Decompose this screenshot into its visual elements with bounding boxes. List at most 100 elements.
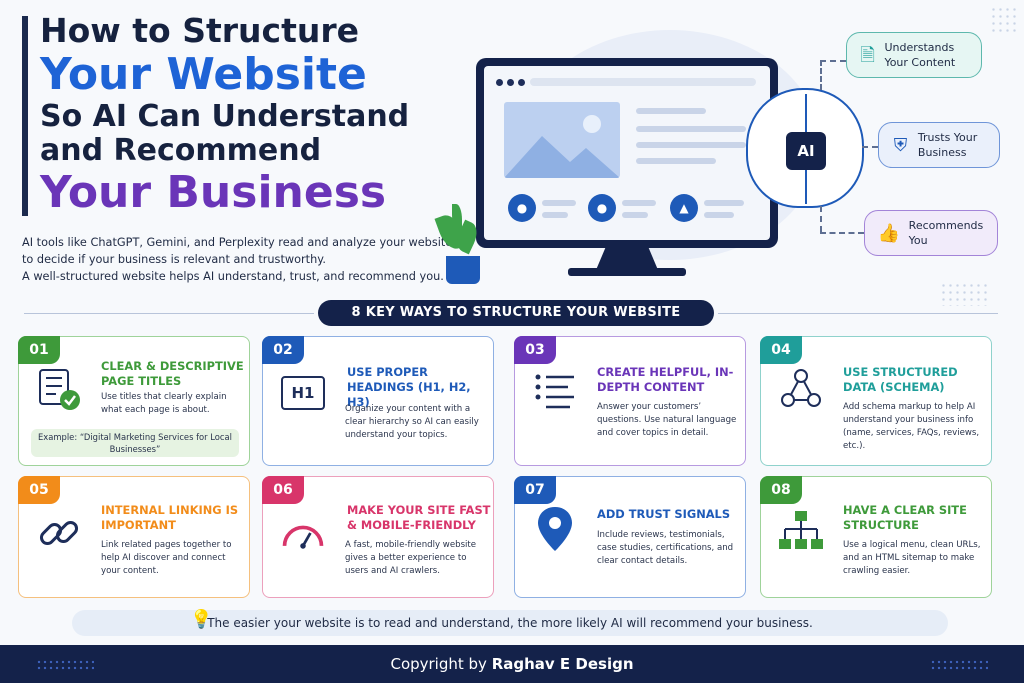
checklist-icon xyxy=(35,365,83,413)
monitor-base xyxy=(568,268,686,276)
card-08: 08 HAVE A CLEAR SITE STRUCTURE Use a log… xyxy=(760,476,992,598)
sitemap-icon xyxy=(777,507,825,555)
callout-recommends: 👍 Recommends You xyxy=(864,210,998,256)
card-number: 08 xyxy=(760,476,802,504)
card-title: USE STRUCTURED DATA (SCHEMA) xyxy=(843,365,958,394)
text-line xyxy=(542,200,576,206)
card-body: Link related pages together to help AI d… xyxy=(101,540,232,576)
list-icon xyxy=(531,367,579,415)
card-title: MAKE YOUR SITE FAST & MOBILE-FRIENDLY xyxy=(347,503,491,532)
footer-brand: Raghav E Design xyxy=(491,655,634,673)
card-04: 04 USE STRUCTURED DATA (SCHEMA) Add sche… xyxy=(760,336,992,466)
section-banner: 8 KEY WAYS TO STRUCTURE YOUR WEBSITE xyxy=(318,300,714,326)
monitor-screen: ● ● ▲ xyxy=(484,66,770,240)
intro-line-2: to decide if your business is relevant a… xyxy=(22,253,326,266)
card-number: 07 xyxy=(514,476,556,504)
location-pin-icon xyxy=(531,505,579,553)
tip-bar: The easier your website is to read and u… xyxy=(72,610,948,636)
text-line xyxy=(704,212,734,218)
title-accent-bar xyxy=(22,16,28,216)
title-line-4: and Recommend xyxy=(40,133,322,168)
text-line xyxy=(622,200,656,206)
connector-line xyxy=(862,146,878,148)
title-line-2: Your Website xyxy=(40,49,367,100)
address-bar xyxy=(530,78,756,86)
card-07: 07 ADD TRUST SIGNALS Include reviews, te… xyxy=(514,476,746,598)
text-line xyxy=(704,200,744,206)
card-body: Answer your customers’ questions. Use na… xyxy=(597,402,737,438)
plant-leaf-icon xyxy=(452,204,462,230)
text-line xyxy=(636,142,746,148)
card-body: Organize your content with a clear hiera… xyxy=(345,404,479,440)
monitor-illustration: ● ● ▲ xyxy=(476,58,778,248)
award-icon: ▲ xyxy=(670,194,698,222)
callout-understands: 🗎 Understands Your Content xyxy=(846,32,982,78)
connector-line xyxy=(820,232,864,234)
callout-label: Understands Your Content xyxy=(884,41,956,69)
card-body: A fast, mobile-friendly website gives a … xyxy=(345,540,477,576)
card-number: 03 xyxy=(514,336,556,364)
monitor-neck xyxy=(596,248,658,270)
decor-dots xyxy=(940,282,988,306)
card-number: 01 xyxy=(18,336,60,364)
page-title: How to Structure Your Website So AI Can … xyxy=(40,12,460,218)
card-number: 02 xyxy=(262,336,304,364)
decor-dots xyxy=(36,659,94,671)
card-number: 04 xyxy=(760,336,802,364)
card-example: Example: “Digital Marketing Services for… xyxy=(31,429,239,457)
card-01: 01 CLEAR & DESCRIPTIVE PAGE TITLES Use t… xyxy=(18,336,250,466)
card-title: USE PROPER HEADINGS (H1, H2, H3) xyxy=(347,365,471,409)
text-line xyxy=(636,126,746,132)
window-dot xyxy=(507,79,514,86)
title-line-5: Your Business xyxy=(40,167,387,218)
schema-nodes-icon xyxy=(777,365,825,413)
lightbulb-icon: 💡 xyxy=(190,609,213,630)
ai-chip: AI xyxy=(786,132,826,170)
h1-icon-label: H1 xyxy=(281,376,325,410)
divider xyxy=(24,313,314,314)
card-03: 03 CREATE HELPFUL, IN-DEPTH CONTENT Answ… xyxy=(514,336,746,466)
image-placeholder-icon xyxy=(504,102,620,178)
card-body: Add schema markup to help AI understand … xyxy=(843,402,980,451)
card-02: 02 H1 USE PROPER HEADINGS (H1, H2, H3) O… xyxy=(262,336,494,466)
callout-trusts: ⛨ Trusts Your Business xyxy=(878,122,1000,168)
callout-label: Recommends You xyxy=(908,219,984,247)
decor-dots xyxy=(930,659,988,671)
team-icon: ● xyxy=(508,194,536,222)
footer: Copyright by Raghav E Design xyxy=(0,645,1024,683)
h1-heading-icon: H1 xyxy=(279,369,327,417)
document-search-icon: 🗎 xyxy=(860,44,875,66)
people-icon: ● xyxy=(588,194,616,222)
card-05: 05 INTERNAL LINKING IS IMPORTANT Link re… xyxy=(18,476,250,598)
card-title: CREATE HELPFUL, IN-DEPTH CONTENT xyxy=(597,365,734,394)
divider xyxy=(718,313,998,314)
card-06: 06 MAKE YOUR SITE FAST & MOBILE-FRIENDLY… xyxy=(262,476,494,598)
plant-pot xyxy=(446,256,480,284)
intro-text: AI tools like ChatGPT, Gemini, and Perpl… xyxy=(22,234,462,285)
decor-dots xyxy=(990,6,1020,36)
card-body: Use a logical menu, clean URLs, and an H… xyxy=(843,540,981,576)
title-line-3: So AI Can Understand xyxy=(40,99,410,134)
title-line-1: How to Structure xyxy=(40,11,359,50)
text-line xyxy=(622,212,648,218)
thumbs-up-icon: 👍 xyxy=(877,222,901,244)
link-icon xyxy=(35,509,83,557)
card-title: ADD TRUST SIGNALS xyxy=(597,507,731,521)
callout-label: Trusts Your Business xyxy=(917,131,978,159)
footer-prefix: Copyright by xyxy=(390,655,487,673)
card-body: Use titles that clearly explain what eac… xyxy=(101,392,227,415)
intro-line-3: A well-structured website helps AI under… xyxy=(22,270,444,283)
window-dot xyxy=(496,79,503,86)
window-dot xyxy=(518,79,525,86)
card-number: 06 xyxy=(262,476,304,504)
shield-check-icon: ⛨ xyxy=(893,134,908,156)
text-line xyxy=(542,212,568,218)
card-title: HAVE A CLEAR SITE STRUCTURE xyxy=(843,503,967,532)
text-line xyxy=(636,158,716,164)
intro-line-1: AI tools like ChatGPT, Gemini, and Perpl… xyxy=(22,236,453,249)
text-line xyxy=(636,108,706,114)
connector-line xyxy=(820,206,822,232)
card-number: 05 xyxy=(18,476,60,504)
connector-line xyxy=(820,60,846,62)
card-title: CLEAR & DESCRIPTIVE PAGE TITLES xyxy=(101,359,244,388)
